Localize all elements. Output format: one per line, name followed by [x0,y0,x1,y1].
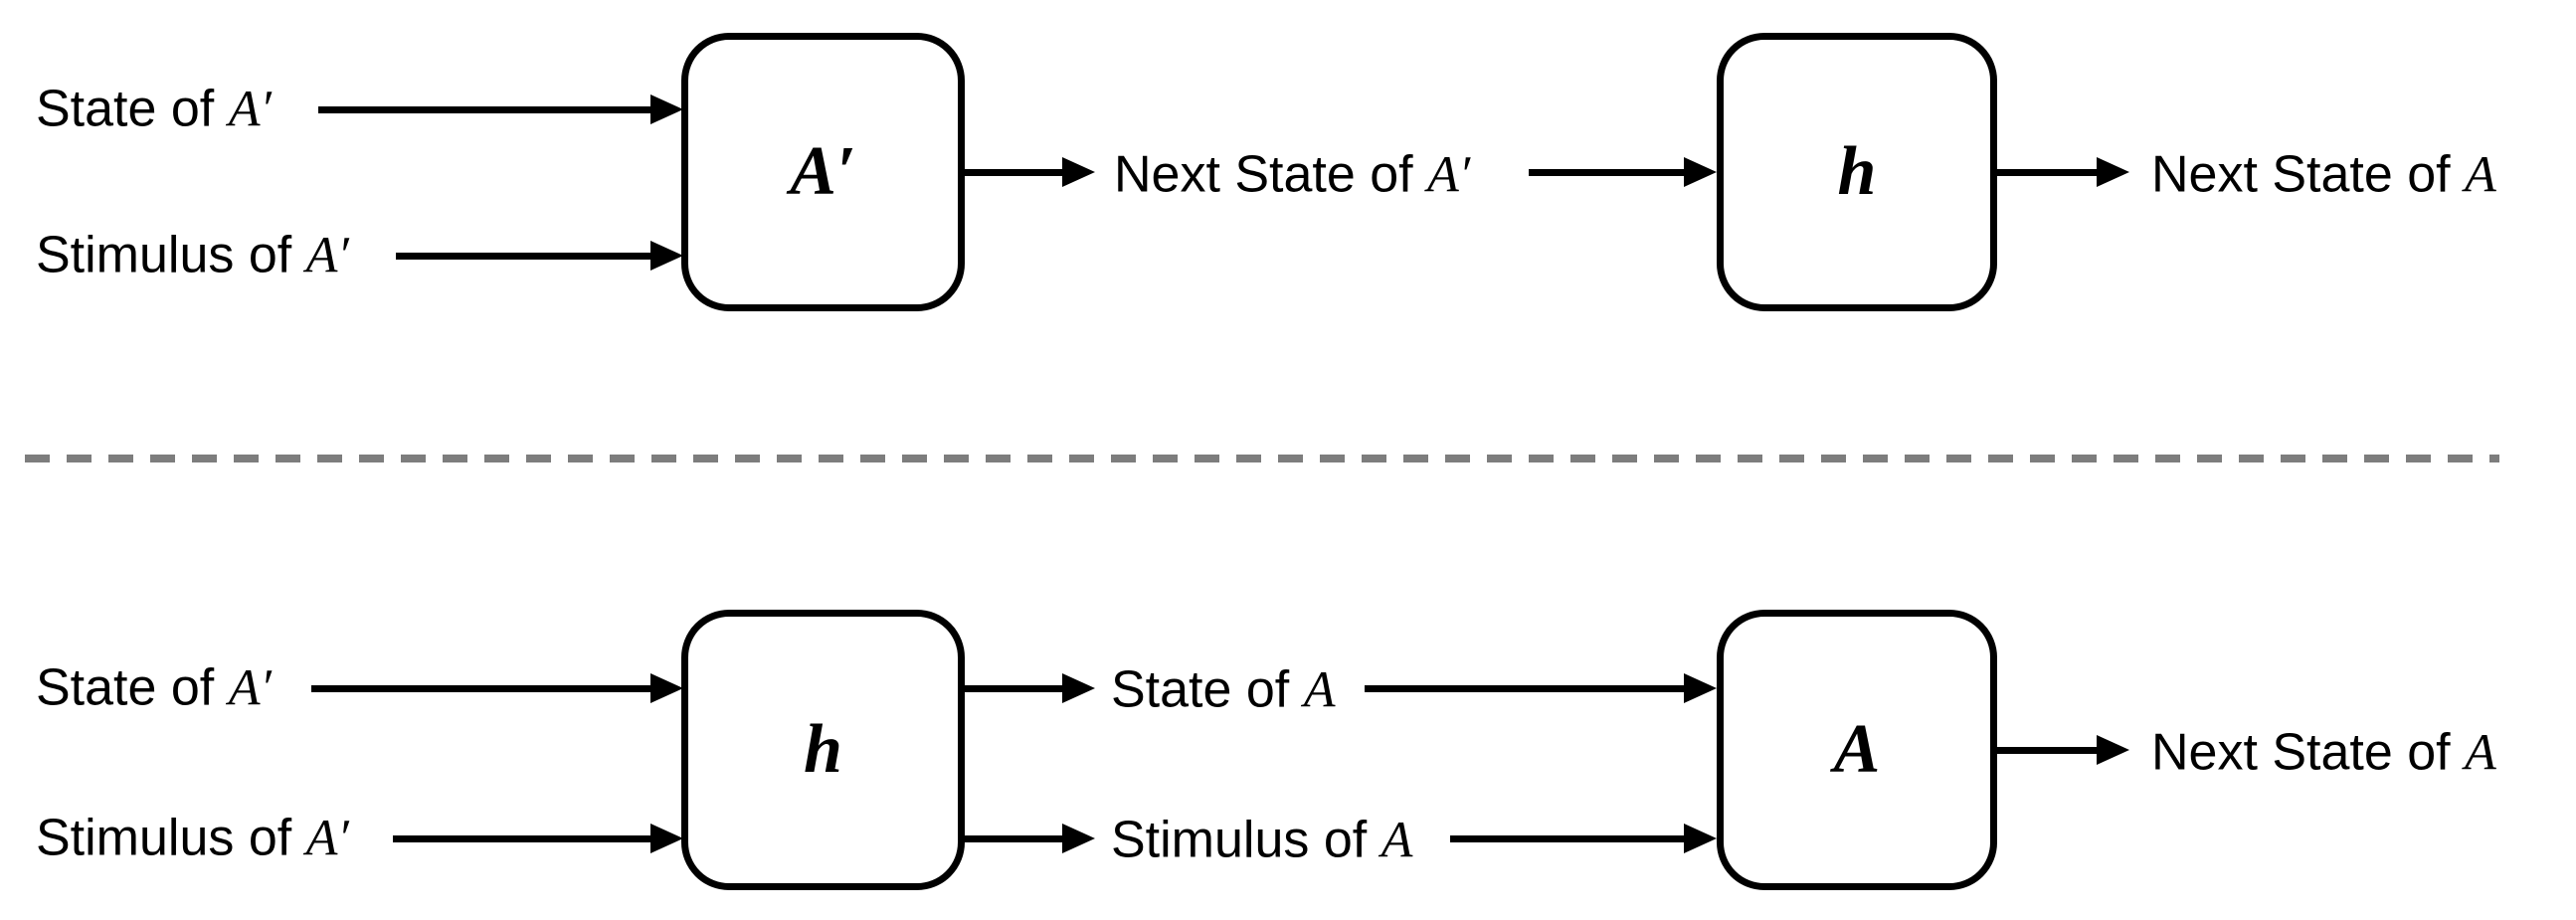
label-prefix: State of [1111,660,1304,719]
arrowhead-icon [1684,673,1717,703]
arrow-line [311,685,653,692]
arrowhead-icon [650,824,683,853]
box-label: A′ [790,133,856,210]
dashed-separator [25,455,2499,462]
arrow-line [965,169,1064,176]
arrow-line [1365,685,1686,692]
math-symbol: A′ [228,659,272,717]
top-output-next-state-label: Next State of A [2151,145,2496,204]
box-label: h [1837,133,1877,210]
arrowhead-icon [650,673,683,703]
arrow-line [393,835,653,842]
label-prefix: Next State of [2151,723,2466,782]
math-symbol: A′ [228,81,272,138]
label-prefix: Next State of [2151,145,2466,204]
top-input-state-label: State of A′ [36,80,272,138]
arrowhead-icon [2097,157,2129,187]
math-symbol: A′ [305,810,349,867]
label-prefix: Stimulus of [1111,811,1381,869]
machine-box-a: A [1717,610,1997,890]
arrowhead-icon [650,94,683,124]
arrow-line [1997,747,2099,754]
label-prefix: Next State of [1114,145,1428,204]
arrowhead-icon [2097,735,2129,765]
label-prefix: Stimulus of [36,809,306,867]
label-prefix: State of [36,80,229,138]
arrow-line [1450,835,1686,842]
top-input-stimulus-label: Stimulus of A′ [36,226,349,284]
arrow-line [318,106,653,113]
box-label: A [1833,711,1881,788]
arrow-line [1997,169,2099,176]
arrowhead-icon [650,241,683,271]
arrow-line [965,835,1064,842]
math-symbol: A′ [1427,146,1471,204]
math-symbol: A [2465,724,2496,782]
machine-box-a-prime: A′ [681,33,965,311]
label-prefix: State of [36,658,229,717]
arrow-line [1529,169,1686,176]
math-symbol: A′ [305,227,349,284]
bottom-mid-stimulus-label: Stimulus of A [1111,811,1413,869]
bottom-input-state-label: State of A′ [36,658,272,717]
bottom-output-next-state-label: Next State of A [2151,723,2496,782]
arrow-line [396,253,653,260]
arrowhead-icon [1684,157,1717,187]
bottom-input-stimulus-label: Stimulus of A′ [36,809,349,867]
arrowhead-icon [1062,673,1095,703]
bottom-mid-state-label: State of A [1111,660,1336,719]
label-prefix: Stimulus of [36,226,306,284]
machine-box-h-top: h [1717,33,1997,311]
math-symbol: A [1380,812,1413,869]
top-mid-next-state-label: Next State of A′ [1114,145,1471,204]
box-label: h [804,711,842,788]
arrowhead-icon [1062,157,1095,187]
math-symbol: A [1303,661,1336,719]
math-symbol: A [2465,146,2496,204]
machine-box-h-bottom: h [681,610,965,890]
arrowhead-icon [1684,824,1717,853]
arrow-line [965,685,1064,692]
arrowhead-icon [1062,824,1095,853]
